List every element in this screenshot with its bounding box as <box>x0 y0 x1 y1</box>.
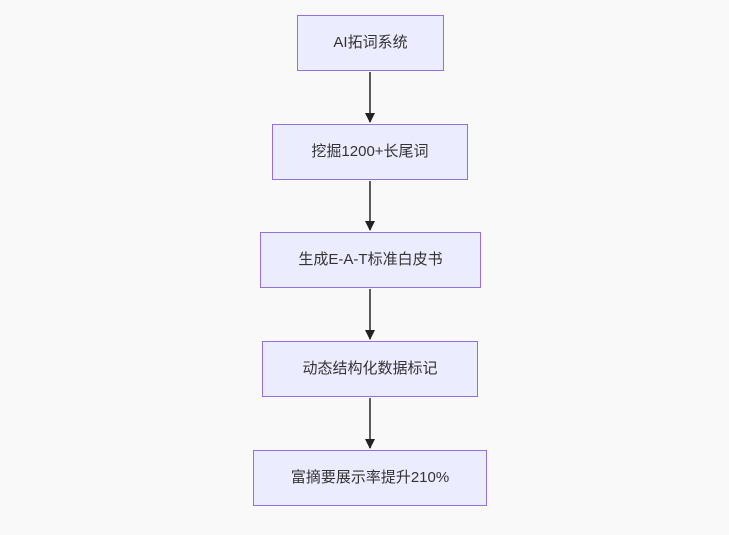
flowchart-node-eat-whitepaper: 生成E-A-T标准白皮书 <box>260 232 481 288</box>
node-label: 富摘要展示率提升210% <box>290 469 450 486</box>
flowchart-node-rich-snippet-result: 富摘要展示率提升210% <box>253 450 487 506</box>
node-label: AI拓词系统 <box>333 34 408 51</box>
node-label: 挖掘1200+长尾词 <box>311 143 429 160</box>
node-label: 动态结构化数据标记 <box>302 360 438 377</box>
flowchart-node-longtail-mining: 挖掘1200+长尾词 <box>272 124 468 180</box>
node-label: 生成E-A-T标准白皮书 <box>298 251 443 268</box>
flowchart-node-structured-data: 动态结构化数据标记 <box>262 341 478 397</box>
flowchart-node-ai-system: AI拓词系统 <box>297 15 444 71</box>
